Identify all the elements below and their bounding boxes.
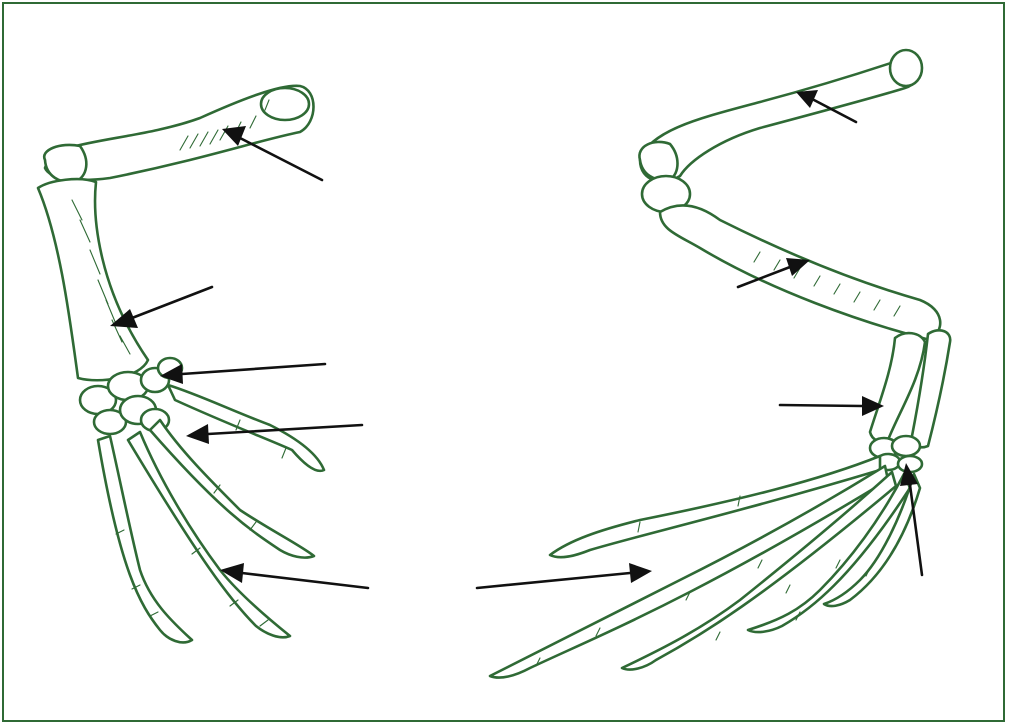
- humerus-bone: [44, 86, 313, 182]
- femur-bone: [639, 50, 922, 181]
- arrow-tarsals: [780, 396, 884, 416]
- forelimb: [38, 86, 324, 643]
- arrow-phalanges-forelimb: [220, 563, 368, 588]
- tibiofibula-bone: [660, 205, 940, 340]
- arrow-phalanges-hindlimb: [477, 563, 652, 588]
- arrow-radioulna: [110, 287, 212, 328]
- hindlimb: [490, 50, 950, 678]
- arrow-carpals: [160, 364, 325, 384]
- tarsals-elongated: [870, 330, 950, 447]
- radioulna-bone: [38, 179, 148, 380]
- digits-hindlimb: [490, 456, 920, 678]
